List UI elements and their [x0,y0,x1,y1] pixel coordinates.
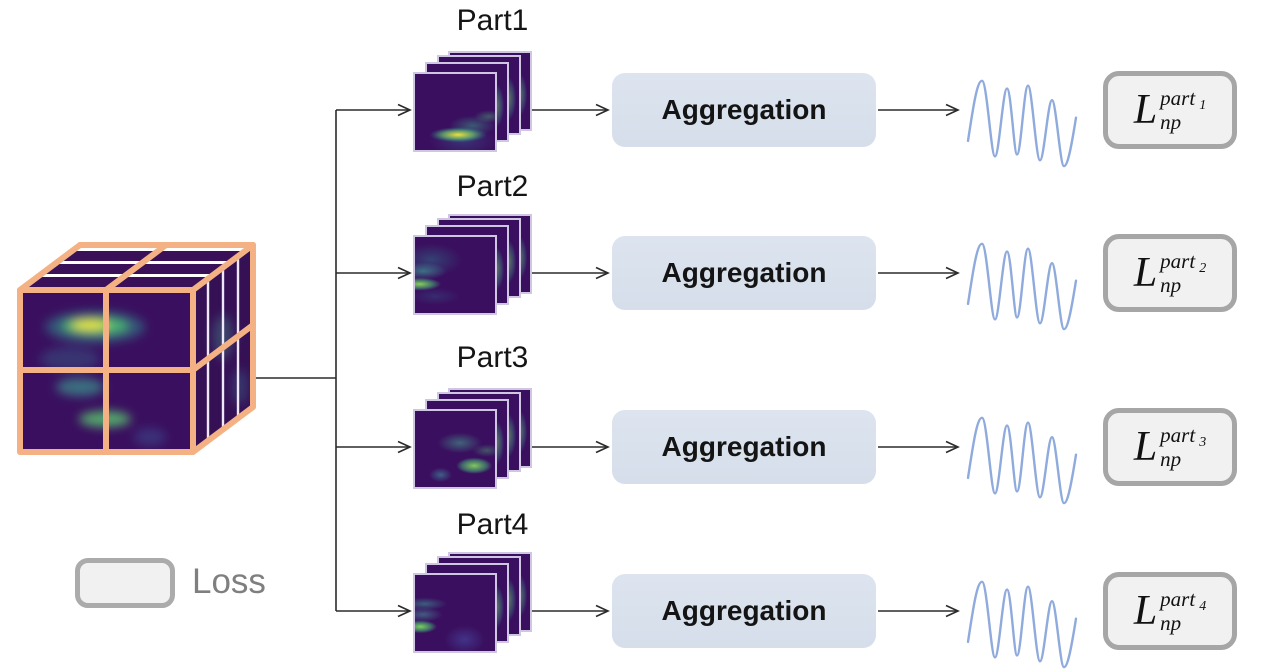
aggregation-label: Aggregation [661,431,827,462]
feature-map-layer [413,409,497,489]
loss-sup: part [1160,422,1196,447]
aggregation-label: Aggregation [661,94,827,125]
part-label: Part1 [456,4,529,37]
loss-base: L [1133,588,1158,634]
loss-base: L [1133,87,1158,133]
loss-index: 1 [1199,97,1207,113]
loss-index: 3 [1199,434,1207,450]
part-label: Part4 [456,508,529,541]
feature-map-stack [413,388,538,490]
legend-loss-label: Loss [192,562,266,601]
part-label: Part3 [456,341,529,374]
feature-map-stack [413,214,538,316]
waveform-icon [966,242,1078,331]
feature-cube-graphic [17,242,256,455]
legend-loss-box [75,558,175,608]
part-label: Part2 [456,170,529,203]
cube-right-face [193,245,253,452]
waveform-icon [966,79,1078,168]
aggregation-box: Aggregation [612,236,876,310]
feature-map-layer [413,235,497,315]
aggregation-label: Aggregation [661,257,827,288]
loss-base: L [1133,250,1158,296]
cube-orange-grid [17,242,256,455]
loss-sup: part [1160,248,1196,273]
loss-index: 2 [1199,260,1207,276]
feature-map-layer [413,573,497,653]
feature-map-stack [413,552,538,654]
loss-sub: np [1160,446,1182,471]
waveform-icon [966,416,1078,505]
aggregation-box: Aggregation [612,73,876,147]
loss-sub: np [1160,610,1182,635]
aggregation-box: Aggregation [612,410,876,484]
aggregation-label: Aggregation [661,595,827,626]
loss-sup: part [1160,85,1196,110]
feature-map-stack [413,51,538,153]
waveform-icon [966,580,1078,669]
loss-index: 4 [1199,598,1207,614]
loss-base: L [1133,424,1158,470]
aggregation-box: Aggregation [612,574,876,648]
feature-map-layer [413,72,497,152]
loss-sub: np [1160,109,1182,134]
loss-sub: np [1160,272,1182,297]
loss-sup: part [1160,586,1196,611]
feature-cube [10,237,260,508]
